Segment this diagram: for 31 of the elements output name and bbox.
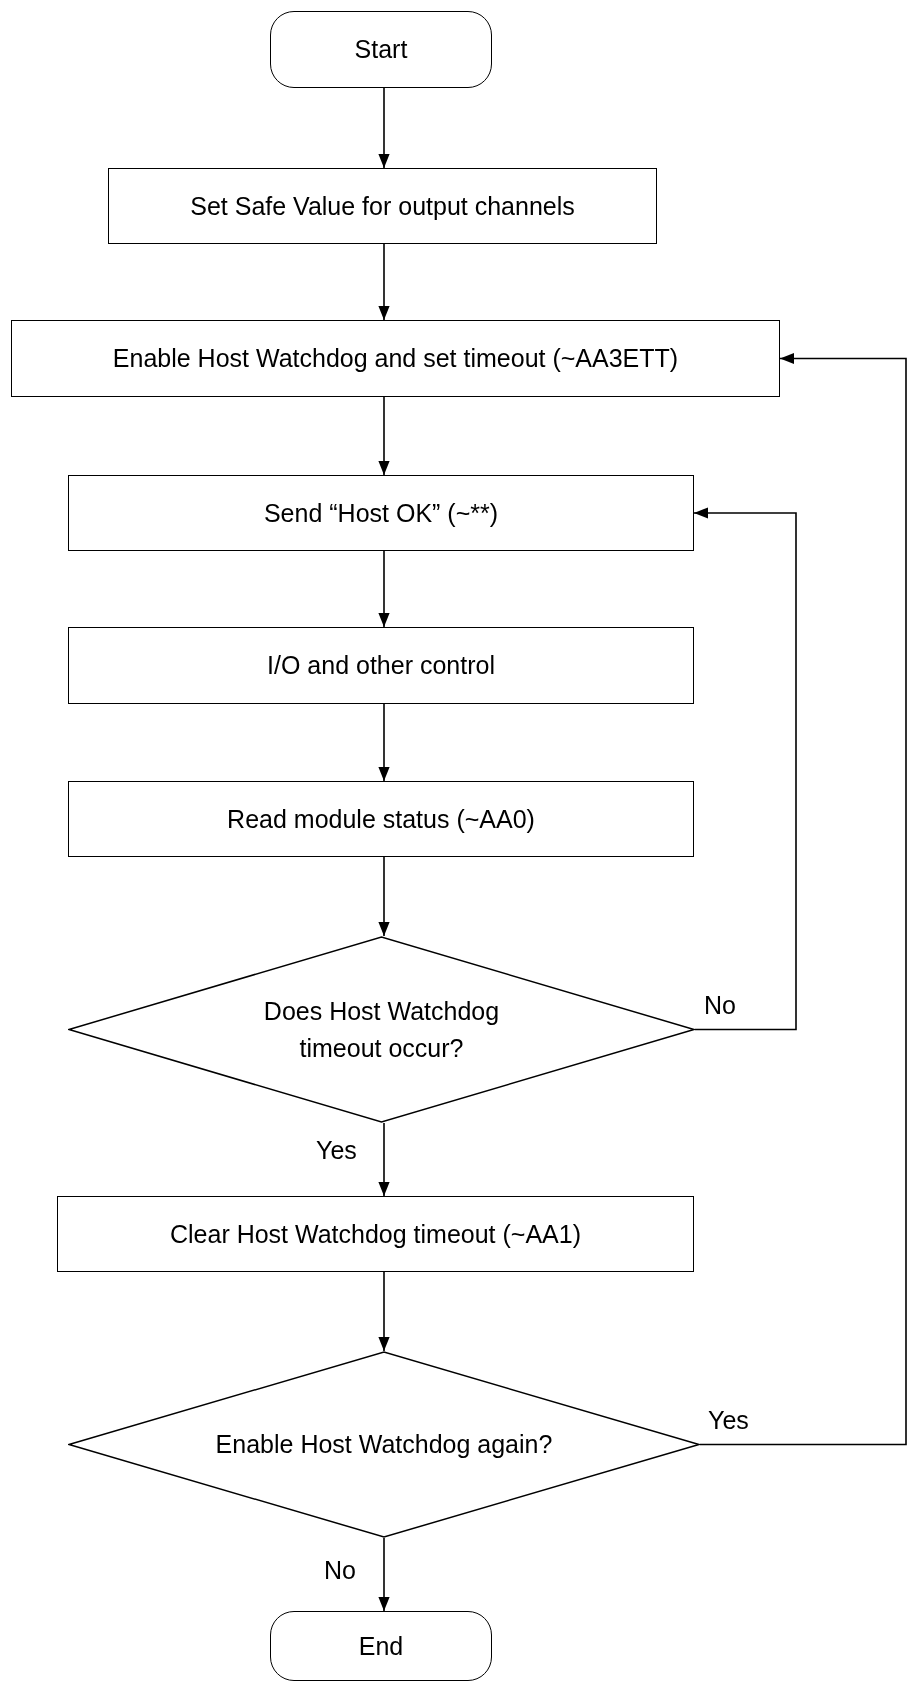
arrow [378, 1271, 390, 1352]
arrow [378, 1537, 390, 1612]
arrow [699, 352, 907, 1446]
node-text: Does Host Watchdog timeout occur? [262, 996, 501, 1064]
decision-diamond [68, 936, 695, 1123]
process-box [57, 1196, 694, 1272]
terminal-box [270, 11, 492, 88]
process-box [68, 475, 694, 551]
process-box [11, 320, 780, 397]
terminal-box [270, 1611, 492, 1681]
process-box [68, 781, 694, 857]
arrow [378, 856, 390, 937]
node-text: Start [354, 34, 408, 66]
arrow [378, 1122, 390, 1197]
arrow [378, 243, 390, 321]
arrow [378, 550, 390, 628]
node-text: End [358, 1630, 404, 1662]
arrow [378, 396, 390, 476]
process-box [108, 168, 657, 244]
node-text: Enable Host Watchdog again? [215, 1429, 553, 1461]
process-box [68, 627, 694, 704]
arrow [378, 703, 390, 782]
node-text: Send “Host OK” (~**) [263, 497, 499, 529]
arrow [693, 507, 797, 1031]
node-text: Enable Host Watchdog and set timeout (~AA3ETT) [112, 343, 679, 375]
arrow [378, 87, 390, 169]
node-text: Read module status (~AA0) [227, 803, 535, 835]
node-text: Clear Host Watchdog timeout (~AA1) [169, 1218, 582, 1250]
decision-diamond [68, 1351, 700, 1538]
node-text: I/O and other control [267, 650, 495, 682]
node-text: Set Safe Value for output channels [190, 190, 575, 222]
